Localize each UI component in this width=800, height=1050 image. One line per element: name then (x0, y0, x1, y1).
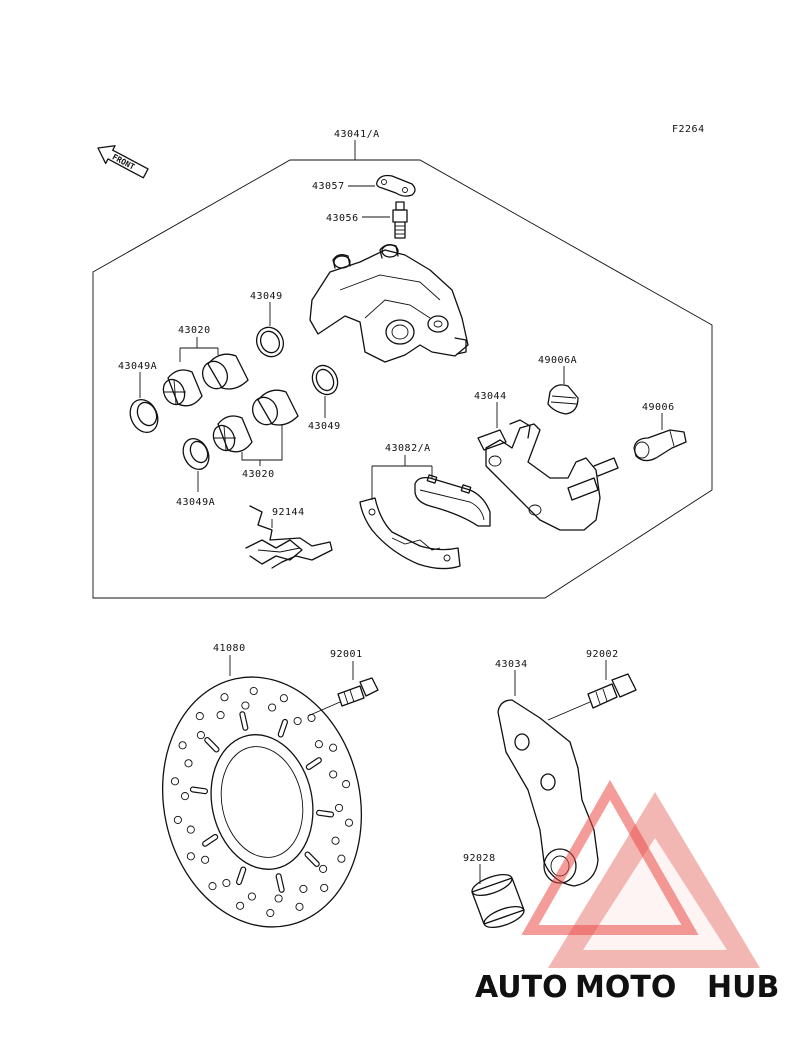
part-43057 (376, 174, 416, 197)
disc-hole (208, 882, 217, 891)
disc-hole (201, 855, 210, 864)
disc-slot (191, 787, 207, 794)
disc-hole (274, 894, 283, 903)
disc-hole (295, 902, 304, 911)
label-43049a-top: 43049A (118, 361, 157, 372)
disc-hole (329, 743, 338, 752)
disc-hole (186, 825, 195, 834)
disc-hole (331, 836, 340, 845)
disc-hole (334, 803, 344, 812)
disc-hole (220, 693, 229, 702)
part-41080-disc (161, 676, 363, 928)
part-43020-bottom-insulator (212, 415, 253, 453)
part-43044-bracket (477, 419, 619, 531)
disc-slot (205, 738, 219, 752)
part-caliper-body (309, 244, 469, 363)
label-43034: 43034 (495, 659, 528, 670)
label-43020-bottom: 43020 (242, 469, 275, 480)
disc-hole (320, 883, 329, 892)
disc-hole (279, 694, 288, 703)
disc-hole (180, 792, 190, 801)
part-92001-bolt (337, 677, 379, 707)
disc-slot (237, 867, 246, 884)
logo-moto: MOTO (575, 970, 676, 1005)
disc-slot (306, 758, 321, 769)
disc-hole (186, 852, 195, 861)
label-92144: 92144 (272, 507, 305, 518)
logo-auto: AUTO (475, 970, 568, 1005)
label-43020-top: 43020 (178, 325, 211, 336)
disc-hole (299, 884, 308, 893)
disc-hole (266, 908, 275, 918)
part-43082-pad-front (414, 474, 491, 527)
disc-hole (236, 901, 245, 910)
disc-hole (329, 770, 338, 779)
disc-slot (203, 835, 217, 846)
disc-hole (195, 712, 204, 721)
part-43082-pad-back (359, 497, 461, 570)
disc-hole (337, 854, 346, 863)
part-43049a-bottom (182, 437, 210, 471)
part-92028-collar (471, 873, 525, 929)
disc-hole (293, 716, 302, 726)
disc-hole (241, 701, 250, 710)
disc-hole (178, 741, 187, 750)
disc-hole (222, 878, 231, 888)
disc-hole (314, 740, 323, 749)
figure-code: F2264 (672, 124, 705, 135)
disc-slot (317, 810, 333, 817)
disc-slot (305, 852, 319, 866)
label-43049-mid: 43049 (308, 421, 341, 432)
label-92002: 92002 (586, 649, 619, 660)
label-49006a: 49006A (538, 355, 577, 366)
part-92144-spring (245, 505, 333, 569)
part-49006-pin (633, 429, 687, 462)
label-43049-top: 43049 (250, 291, 283, 302)
disc-hole (170, 777, 180, 786)
automotohub-logo: AUTO MOTO HUB (475, 779, 779, 1005)
label-43057: 43057 (312, 181, 345, 192)
disc-slot (278, 720, 287, 737)
label-43056: 43056 (326, 213, 359, 224)
label-43082a: 43082/A (385, 443, 431, 454)
disc-hole (196, 731, 205, 740)
label-43041a: 43041/A (334, 129, 380, 140)
disc-slot (276, 874, 284, 892)
logo-hub: HUB (707, 970, 779, 1005)
part-43056-bleeder (392, 201, 408, 239)
disc-hole (342, 780, 351, 789)
disc-hole (173, 815, 182, 824)
label-43049a-bottom: 43049A (176, 497, 215, 508)
disc-hole (319, 864, 328, 873)
disc-hole (344, 818, 354, 827)
disc-slot (240, 712, 248, 730)
disc-hole (268, 703, 277, 712)
part-43034-torque-link (497, 699, 599, 887)
part-49006a-boot (547, 384, 579, 415)
part-92002-bolt (587, 673, 637, 709)
caliper-assembly-outline (92, 159, 713, 599)
label-43044: 43044 (474, 391, 507, 402)
label-41080: 41080 (213, 643, 246, 654)
part-43049-top (255, 326, 285, 358)
label-92001: 92001 (330, 649, 363, 660)
disc-hole (216, 711, 225, 720)
label-92028: 92028 (463, 853, 496, 864)
part-43049a-top (129, 398, 159, 434)
part-43049-mid (311, 364, 339, 396)
front-arrow-icon: FRONT (97, 145, 149, 179)
logo-triangle-left (521, 779, 699, 935)
part-43020-bottom-piston (251, 389, 299, 426)
disc-hole (249, 686, 258, 696)
disc-hole (247, 892, 256, 901)
part-43020-top-insulator (162, 369, 203, 407)
disc-hole (184, 759, 193, 768)
label-49006: 49006 (642, 402, 675, 413)
part-43020-top-piston (201, 353, 249, 390)
